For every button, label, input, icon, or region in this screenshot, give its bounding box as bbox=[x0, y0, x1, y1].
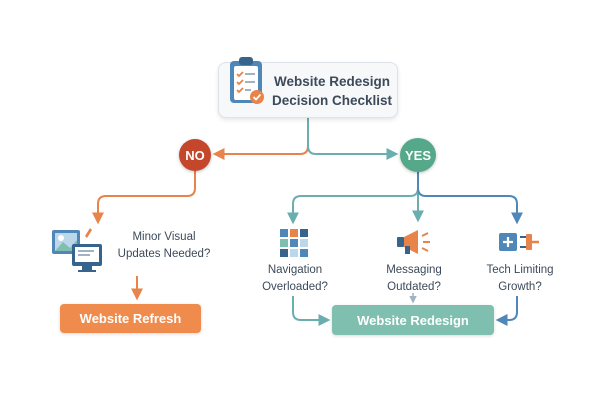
page-title: Website Redesign Decision Checklist bbox=[269, 72, 395, 110]
arrow-tech-to-redesign bbox=[495, 296, 518, 326]
arrow-title-to-yes bbox=[307, 118, 399, 160]
desktop-design-icon bbox=[52, 228, 102, 272]
title-card: Website Redesign Decision Checklist bbox=[218, 57, 398, 118]
question-navigation-line-2: Overloaded? bbox=[262, 281, 328, 293]
website-refresh-outcome: Website Refresh bbox=[60, 304, 201, 333]
question-messaging-line-2: Outdated? bbox=[387, 281, 441, 293]
question-messaging-line-1: Messaging bbox=[386, 264, 442, 276]
no-decision-node: NO bbox=[179, 139, 211, 171]
website-redesign-outcome: Website Redesign bbox=[332, 305, 494, 335]
question-minor-visual: Minor Visual Updates Needed? bbox=[112, 229, 216, 263]
question-messaging: Messaging Outdated? bbox=[375, 262, 453, 296]
arrow-navigation-to-redesign bbox=[292, 296, 331, 326]
question-navigation-line-1: Navigation bbox=[267, 264, 323, 276]
question-tech-line-1: Tech Limiting bbox=[486, 264, 554, 276]
megaphone-icon bbox=[397, 230, 430, 254]
plug-connector-icon bbox=[499, 233, 539, 251]
arrow-yes-to-tech bbox=[417, 172, 523, 225]
title-line-1: Website Redesign bbox=[273, 74, 391, 89]
arrow-no-to-minor bbox=[92, 171, 196, 225]
question-tech-line-2: Growth? bbox=[498, 281, 542, 293]
yes-decision-node: YES bbox=[400, 138, 436, 172]
question-minor-line-2: Updates Needed? bbox=[117, 248, 211, 260]
question-navigation: Navigation Overloaded? bbox=[255, 262, 335, 296]
question-minor-line-1: Minor Visual bbox=[132, 231, 196, 243]
grid-menu-icon bbox=[280, 229, 308, 257]
question-tech: Tech Limiting Growth? bbox=[480, 262, 560, 296]
arrow-title-to-no bbox=[212, 118, 309, 160]
clipboard-checklist-icon bbox=[230, 57, 264, 104]
title-line-2: Decision Checklist bbox=[271, 93, 393, 108]
arrow-yes-to-navigation bbox=[287, 172, 419, 225]
